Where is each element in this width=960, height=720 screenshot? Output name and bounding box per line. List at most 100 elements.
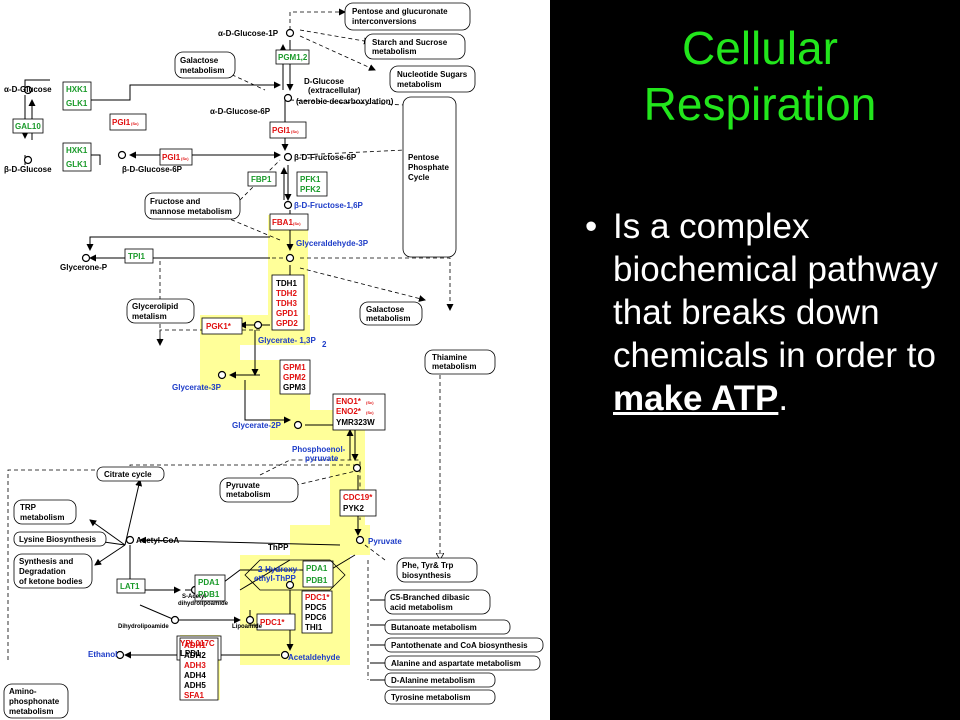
pathway-label: metabolism xyxy=(432,362,476,371)
bullet-dot-icon: • xyxy=(585,207,598,246)
bullet-point: • Is a complex biochemical pathway that … xyxy=(585,205,940,420)
enzyme-label: PGI1 xyxy=(162,153,181,162)
pathway-label: Alanine and aspartate metabolism xyxy=(391,659,521,668)
pathway-label: Synthesis and xyxy=(19,557,73,566)
pathway-boxes xyxy=(3,2,544,719)
pathway-label: Pyruvate xyxy=(226,481,260,490)
metabolite-label: D-Glucose xyxy=(304,77,345,86)
pathway-label: Citrate cycle xyxy=(104,470,152,479)
enzyme-label: PFK1 xyxy=(300,175,321,184)
metabolite-labels: α-D-Glucose-1P D-Glucose (extracellular)… xyxy=(4,29,402,662)
metabolite-label: β-D-Fructose-1,6P xyxy=(294,201,364,210)
enzyme-suffix: (Sc) xyxy=(131,121,139,126)
metabolite-label: α-D-Glucose-6P xyxy=(210,107,271,116)
enzyme-label: PDA1 xyxy=(198,578,220,587)
pathway-label: Butanoate metabolism xyxy=(391,623,477,632)
enzyme-label: PDC5 xyxy=(305,603,327,612)
enzyme-labels: PGM1,2 HXK1 GLK1 GAL10 HXK1 GLK1 PGI1 PG… xyxy=(15,53,375,700)
pathway-label: metabolism xyxy=(20,513,64,522)
enzyme-label: TDH2 xyxy=(276,289,297,298)
metabolite-label: Glycerate- 1,3P xyxy=(258,336,316,345)
title-line: Cellular xyxy=(682,22,838,74)
metabolite-label: α-D-Glucose xyxy=(4,85,52,94)
pathway-label: Phosphate xyxy=(408,163,449,172)
metabolite-label: Acetyl-CoA xyxy=(136,536,179,545)
enzyme-label: FBA1 xyxy=(272,218,293,227)
pathway-label: metabolism xyxy=(9,707,53,716)
enzyme-label: PDA1 xyxy=(306,564,328,573)
pathway-label: acid metabolism xyxy=(390,603,453,612)
enzyme-label: PDC1* xyxy=(260,618,285,627)
enzyme-label: ENO1* xyxy=(336,397,362,406)
metabolite-label: Glycerate-3P xyxy=(172,383,222,392)
enzyme-suffix: (Sc) xyxy=(181,156,189,161)
enzyme-label: PDB1 xyxy=(306,576,328,585)
pathway-label: Tyrosine metabolism xyxy=(391,693,470,702)
enzyme-label: GPM2 xyxy=(283,373,306,382)
metabolite-label: Dihydrolipoamide xyxy=(118,624,169,630)
metabolite-label: α-D-Glucose-1P xyxy=(218,29,279,38)
bullet-text-part: Is a complex biochemical pathway that br… xyxy=(613,207,938,375)
enzyme-label: ADH5 xyxy=(184,681,206,690)
pathway-label: Galactose xyxy=(366,305,405,314)
enzyme-label: TPI1 xyxy=(128,252,145,261)
enzyme-suffix: (Sc) xyxy=(366,400,374,405)
enzyme-label: TDH1 xyxy=(276,279,297,288)
metabolite-label: ethyl-ThPP xyxy=(254,574,296,583)
bullet-emphasis: make ATP xyxy=(613,379,779,418)
metabolite-label: Ethanol xyxy=(88,650,117,659)
metabolite-label: Acetaldehyde xyxy=(288,653,341,662)
enzyme-label: ADH2 xyxy=(184,651,206,660)
enzyme-label: ADH4 xyxy=(184,671,206,680)
pathway-label: Fructose and xyxy=(150,197,200,206)
pathway-label: Lysine Biosynthesis xyxy=(19,535,97,544)
pathway-label: Nucleotide Sugars xyxy=(397,70,468,79)
pathway-label: metalism xyxy=(132,312,167,321)
enzyme-label: HXK1 xyxy=(66,85,88,94)
enzyme-label: PFK2 xyxy=(300,185,321,194)
enzyme-label: SFA1 xyxy=(184,691,205,700)
pathway-label: of ketone bodies xyxy=(19,577,83,586)
metabolite-label: Phosphoenol- xyxy=(292,445,346,454)
enzyme-suffix: (Sc) xyxy=(366,410,374,415)
enzyme-label: PGI1 xyxy=(272,126,291,135)
enzyme-label: PGM1,2 xyxy=(278,53,308,62)
bullet-text-part: . xyxy=(778,379,789,418)
title-line: Respiration xyxy=(643,78,877,130)
enzyme-label: PDC6 xyxy=(305,613,327,622)
metabolite-label: Glycerone-P xyxy=(60,263,108,272)
pathway-label: metabolism xyxy=(366,314,410,323)
enzyme-label: GPM1 xyxy=(283,363,306,372)
enzyme-label: GPM3 xyxy=(283,383,306,392)
enzyme-boxes xyxy=(12,49,386,701)
metabolite-label: Glyceraldehyde-3P xyxy=(296,239,369,248)
pathway-label: biosynthesis xyxy=(402,571,451,580)
metabolite-label: β-D-Glucose xyxy=(4,165,52,174)
enzyme-label: PYK2 xyxy=(343,504,364,513)
pathway-label: Amino- xyxy=(9,687,37,696)
bullet-text: Is a complex biochemical pathway that br… xyxy=(585,205,940,420)
metabolite-label: dihydrolipoamide xyxy=(178,601,229,607)
pathway-label: Pantothenate and CoA biosynthesis xyxy=(391,641,528,650)
pathway-label: Glycerolipid xyxy=(132,302,178,311)
enzyme-label: ENO2* xyxy=(336,407,362,416)
metabolite-label: ThPP xyxy=(268,543,289,552)
pathway-label: metabolism xyxy=(180,66,224,75)
pathway-label: Starch and Sucrose xyxy=(372,38,448,47)
metabolite-label: β-D-Glucose-6P xyxy=(122,165,183,174)
pathway-label: Degradation xyxy=(19,567,66,576)
enzyme-label: ADH3 xyxy=(184,661,206,670)
pathway-label: Cycle xyxy=(408,173,430,182)
enzyme-label: THI1 xyxy=(305,623,323,632)
enzyme-label: PDB1 xyxy=(198,590,220,599)
metabolite-label: (extracellular) xyxy=(308,86,361,95)
enzyme-label: YPL017C xyxy=(180,639,215,648)
pathway-label: phosphonate xyxy=(9,697,60,706)
enzyme-label: FBP1 xyxy=(251,175,272,184)
enzyme-label: GLK1 xyxy=(66,99,88,108)
metabolite-label: pyruvate xyxy=(305,454,339,463)
enzyme-label: LAT1 xyxy=(120,582,140,591)
pathway-label: metabolism xyxy=(397,80,441,89)
pathway-label: Pentose xyxy=(408,153,440,162)
glycolysis-pathway-diagram: α-D-Glucose-1P D-Glucose (extracellular)… xyxy=(0,0,550,720)
